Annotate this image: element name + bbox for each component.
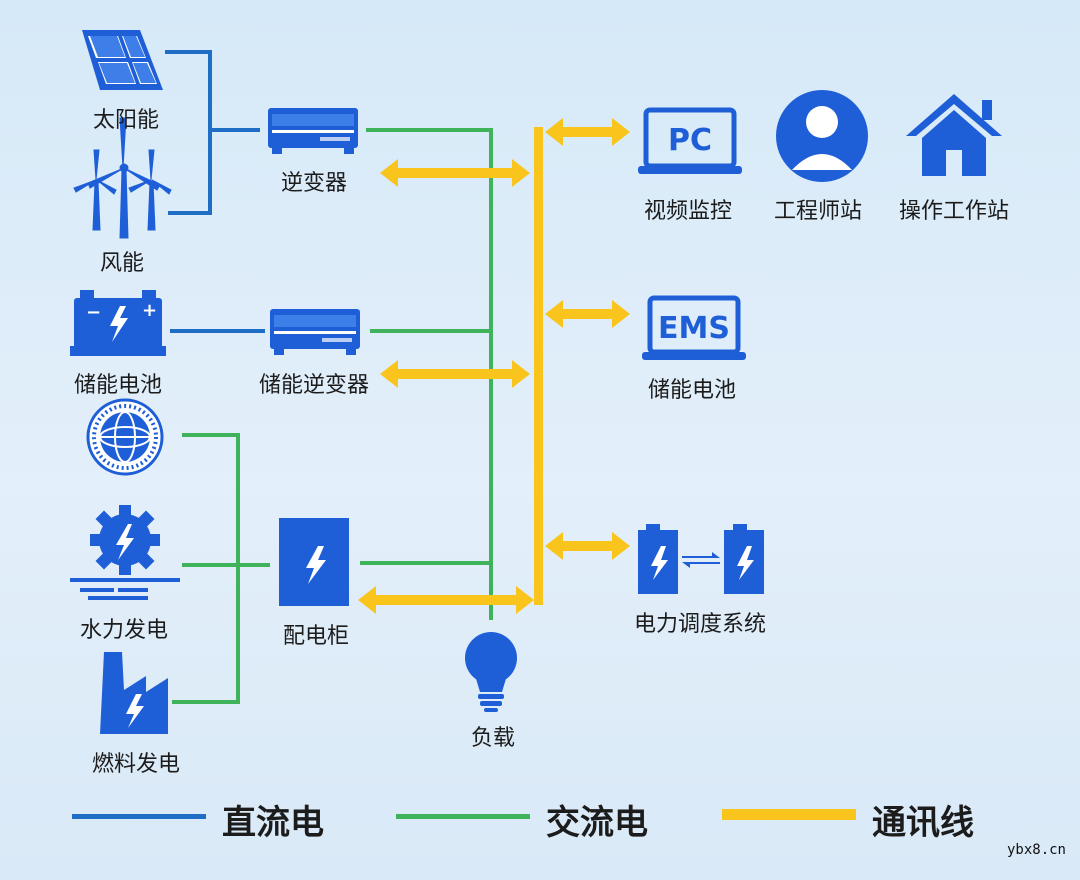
pc-laptop-icon: PC: [638, 107, 742, 174]
lightbulb-icon: [465, 632, 517, 712]
house-icon: [906, 94, 1002, 176]
battery-icon: − +: [70, 290, 166, 356]
label-distribution-cabinet: 配电柜: [282, 624, 350, 649]
dispatch-batteries-icon: [638, 524, 764, 594]
label-load: 负载: [470, 726, 516, 751]
label-inverter: 逆变器: [280, 171, 348, 196]
label-storage-inverter: 储能逆变器: [258, 373, 370, 398]
ems-label: EMS: [658, 311, 730, 346]
comm-arrow-ems: [545, 300, 630, 328]
label-hydro: 水力发电: [79, 618, 169, 643]
watermark: ybx8.cn: [1006, 842, 1066, 858]
label-operator-station: 操作工作站: [898, 199, 1010, 224]
svg-text:+: +: [142, 300, 157, 321]
pc-label: PC: [668, 123, 712, 158]
legend-ac-label: 交流电: [546, 803, 648, 843]
ac-line-grid-fuel: [172, 433, 240, 704]
ac-line-inverter-bus: [366, 128, 493, 620]
comm-arrow-pc: [545, 118, 630, 146]
label-wind: 风能: [99, 251, 145, 276]
dc-line-solar-wind: [165, 50, 212, 215]
cabinet-icon: [279, 518, 349, 606]
label-dispatch-system: 电力调度系统: [633, 612, 767, 637]
legend-ac-line: [396, 814, 530, 819]
comm-arrow-dispatch: [545, 532, 630, 560]
comm-arrow-storage-inverter: [380, 360, 530, 388]
label-solar: 太阳能: [92, 108, 160, 133]
svg-text:−: −: [86, 302, 101, 323]
inverter-icon: [268, 108, 358, 154]
label-fuel: 燃料发电: [91, 752, 181, 777]
ac-lines: [172, 128, 493, 704]
legend-dc-label: 直流电: [222, 803, 324, 843]
state-grid-logo: [86, 398, 164, 476]
comm-lines: [358, 118, 630, 614]
comm-bus: [534, 127, 543, 605]
dc-lines: [165, 50, 265, 333]
factory-icon: [100, 652, 168, 734]
label-storage-battery: 储能电池: [73, 373, 163, 398]
comm-arrow-cabinet: [358, 586, 534, 614]
legend-dc-line: [72, 814, 206, 819]
legend-comm-line: [722, 809, 856, 820]
engineer-avatar-icon: [776, 90, 868, 182]
ems-laptop-icon: EMS: [642, 295, 746, 360]
label-ems-station: 储能电池: [647, 378, 737, 403]
wind-turbine-icon: [73, 117, 172, 239]
storage-inverter-icon: [270, 309, 360, 355]
legend-lines: [72, 809, 856, 820]
hydro-gear-icon: [70, 505, 180, 600]
label-engineer-station: 工程师站: [773, 199, 863, 224]
solar-panel-icon: [82, 30, 163, 90]
label-video-monitoring: 视频监控: [643, 199, 733, 224]
legend-comm-label: 通讯线: [872, 803, 974, 843]
comm-arrow-inverter: [380, 159, 530, 187]
